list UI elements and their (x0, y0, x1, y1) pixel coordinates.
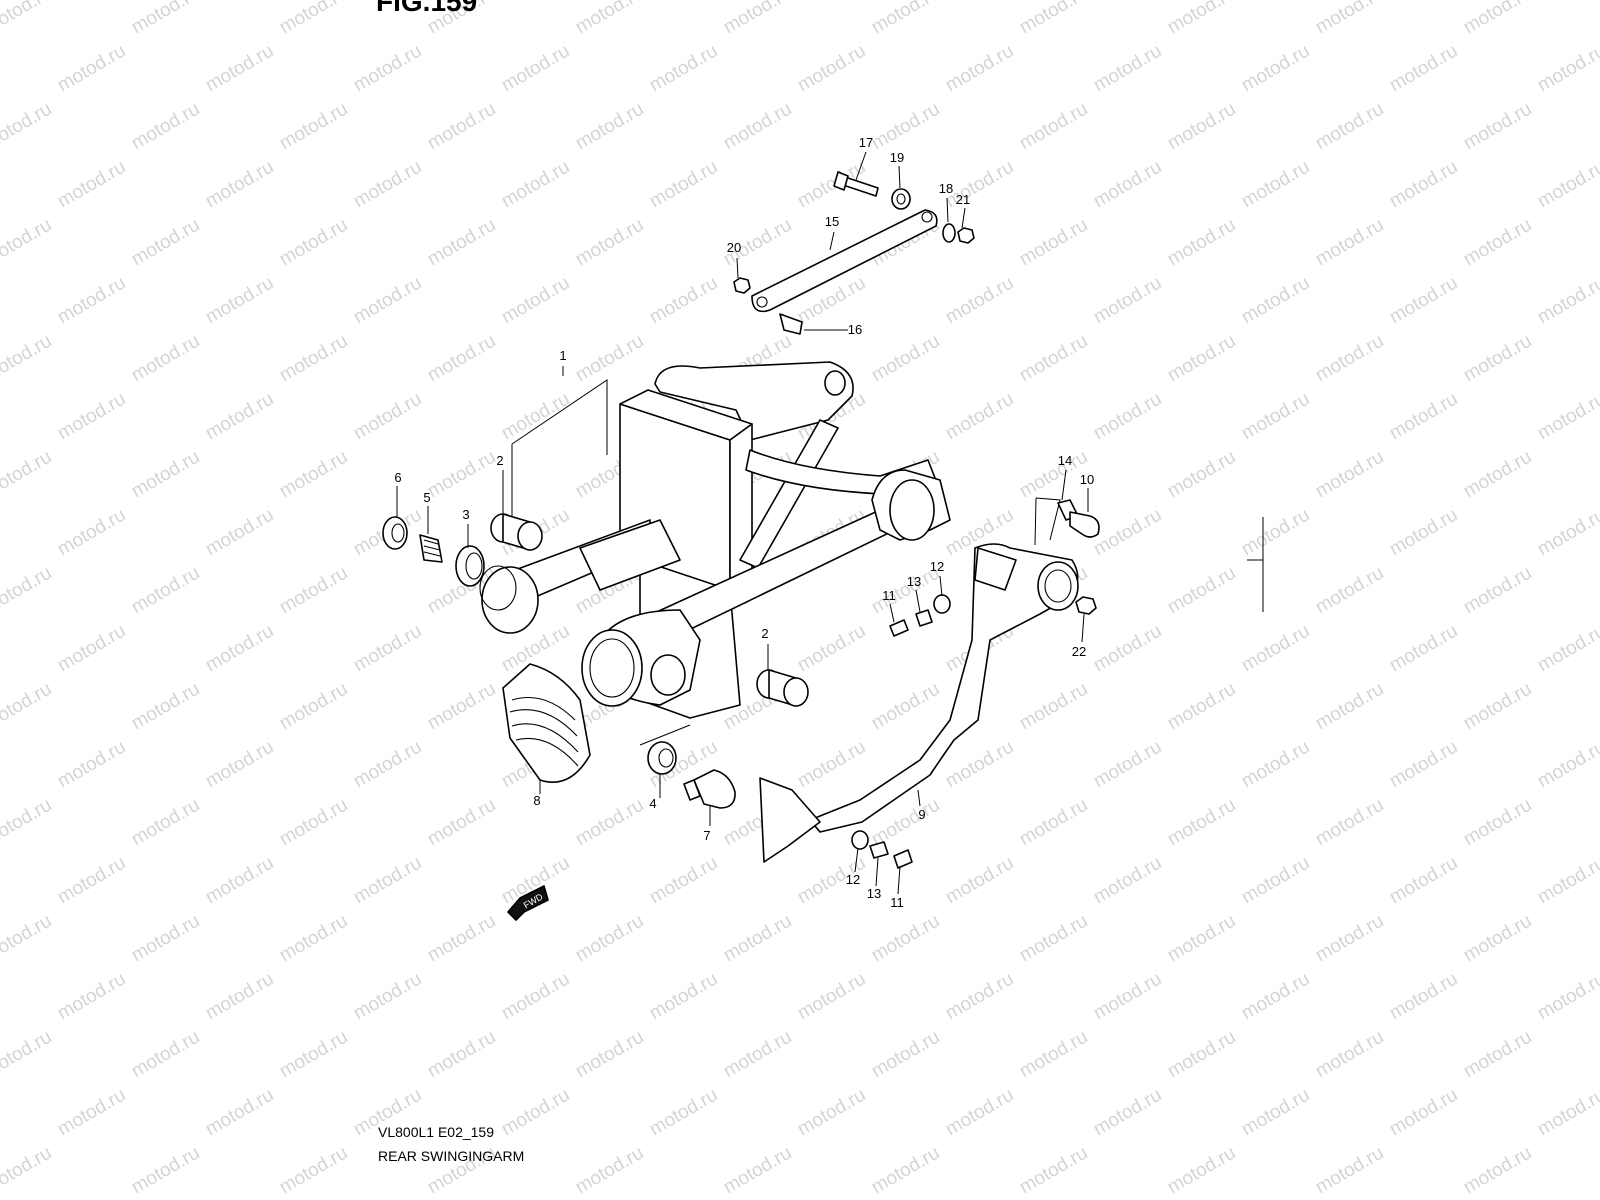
leader-line-15 (829, 231, 835, 251)
washer-18 (942, 223, 956, 243)
boot-8 (502, 663, 591, 784)
figure-name: REAR SWINGINGARM (378, 1148, 525, 1164)
bolt-11b (893, 849, 913, 869)
leader-line-9 (917, 789, 921, 807)
callout-17: 17 (859, 135, 873, 150)
leader-line-13 (915, 589, 921, 613)
callout-15: 15 (825, 214, 839, 229)
callout-11: 11 (890, 895, 904, 910)
leader-line-21 (961, 207, 966, 229)
collar-13b (869, 841, 889, 859)
bushing-2b (756, 669, 809, 707)
nut-20 (733, 277, 751, 294)
swingarm-frame (479, 361, 951, 719)
callout-3: 3 (462, 507, 469, 522)
bolt-17 (833, 171, 879, 197)
callout-leaders (396, 151, 1089, 895)
callout-12: 12 (930, 559, 944, 574)
nut-22 (1075, 596, 1097, 615)
washer-12b (851, 830, 869, 850)
callout-22: 22 (1072, 644, 1086, 659)
washer-19 (891, 188, 911, 210)
washer-12a (933, 594, 951, 614)
bolt-16 (779, 313, 803, 335)
bolt-11a (889, 619, 909, 637)
leader-line-14 (1061, 469, 1067, 501)
spring-5 (419, 534, 443, 563)
callout-10: 10 (1080, 472, 1094, 487)
callout-numbers: 1223456789101111121213131415161718192021… (394, 135, 1094, 910)
leader-line-11 (889, 603, 895, 623)
bushing-2a (490, 513, 543, 551)
model-code: VL800L1 E02_159 (378, 1124, 494, 1140)
leader-line-11 (897, 865, 901, 895)
leader-line-17 (855, 151, 867, 181)
callout-4: 4 (649, 796, 656, 811)
bearing-4 (647, 741, 677, 775)
callout-12: 12 (846, 872, 860, 887)
leader-line-18 (946, 197, 949, 223)
callout-1: 1 (559, 348, 566, 363)
leader-line-12 (939, 575, 943, 597)
callout-7: 7 (703, 828, 710, 843)
leader-line-12 (854, 847, 859, 873)
callout-6: 6 (394, 470, 401, 485)
figure-title: FIG.159 (376, 0, 478, 17)
collar-13a (915, 609, 933, 627)
callout-2: 2 (761, 626, 768, 641)
callout-14: 14 (1058, 453, 1072, 468)
callout-21: 21 (956, 192, 970, 207)
callout-2: 2 (496, 453, 503, 468)
leader-line-19 (898, 165, 901, 189)
callout-20: 20 (727, 240, 741, 255)
callout-5: 5 (423, 490, 430, 505)
callout-13: 13 (867, 886, 881, 901)
plug-7 (693, 769, 736, 809)
swingarm-right-member (759, 543, 1079, 863)
callout-19: 19 (890, 150, 904, 165)
bolt-10 (1069, 511, 1100, 538)
callout-18: 18 (939, 181, 953, 196)
leader-line-13 (875, 857, 879, 887)
nut-21 (957, 227, 975, 244)
leader-line-20 (736, 257, 739, 279)
cap-6 (382, 516, 408, 550)
callout-11: 11 (882, 588, 896, 603)
callout-9: 9 (918, 807, 925, 822)
fwd-arrow: FWD (507, 885, 549, 921)
callout-13: 13 (907, 574, 921, 589)
bearing-3 (455, 545, 485, 587)
callout-16: 16 (848, 322, 862, 337)
leader-line-22 (1081, 613, 1085, 643)
callout-8: 8 (533, 793, 540, 808)
torque-link (751, 209, 938, 313)
